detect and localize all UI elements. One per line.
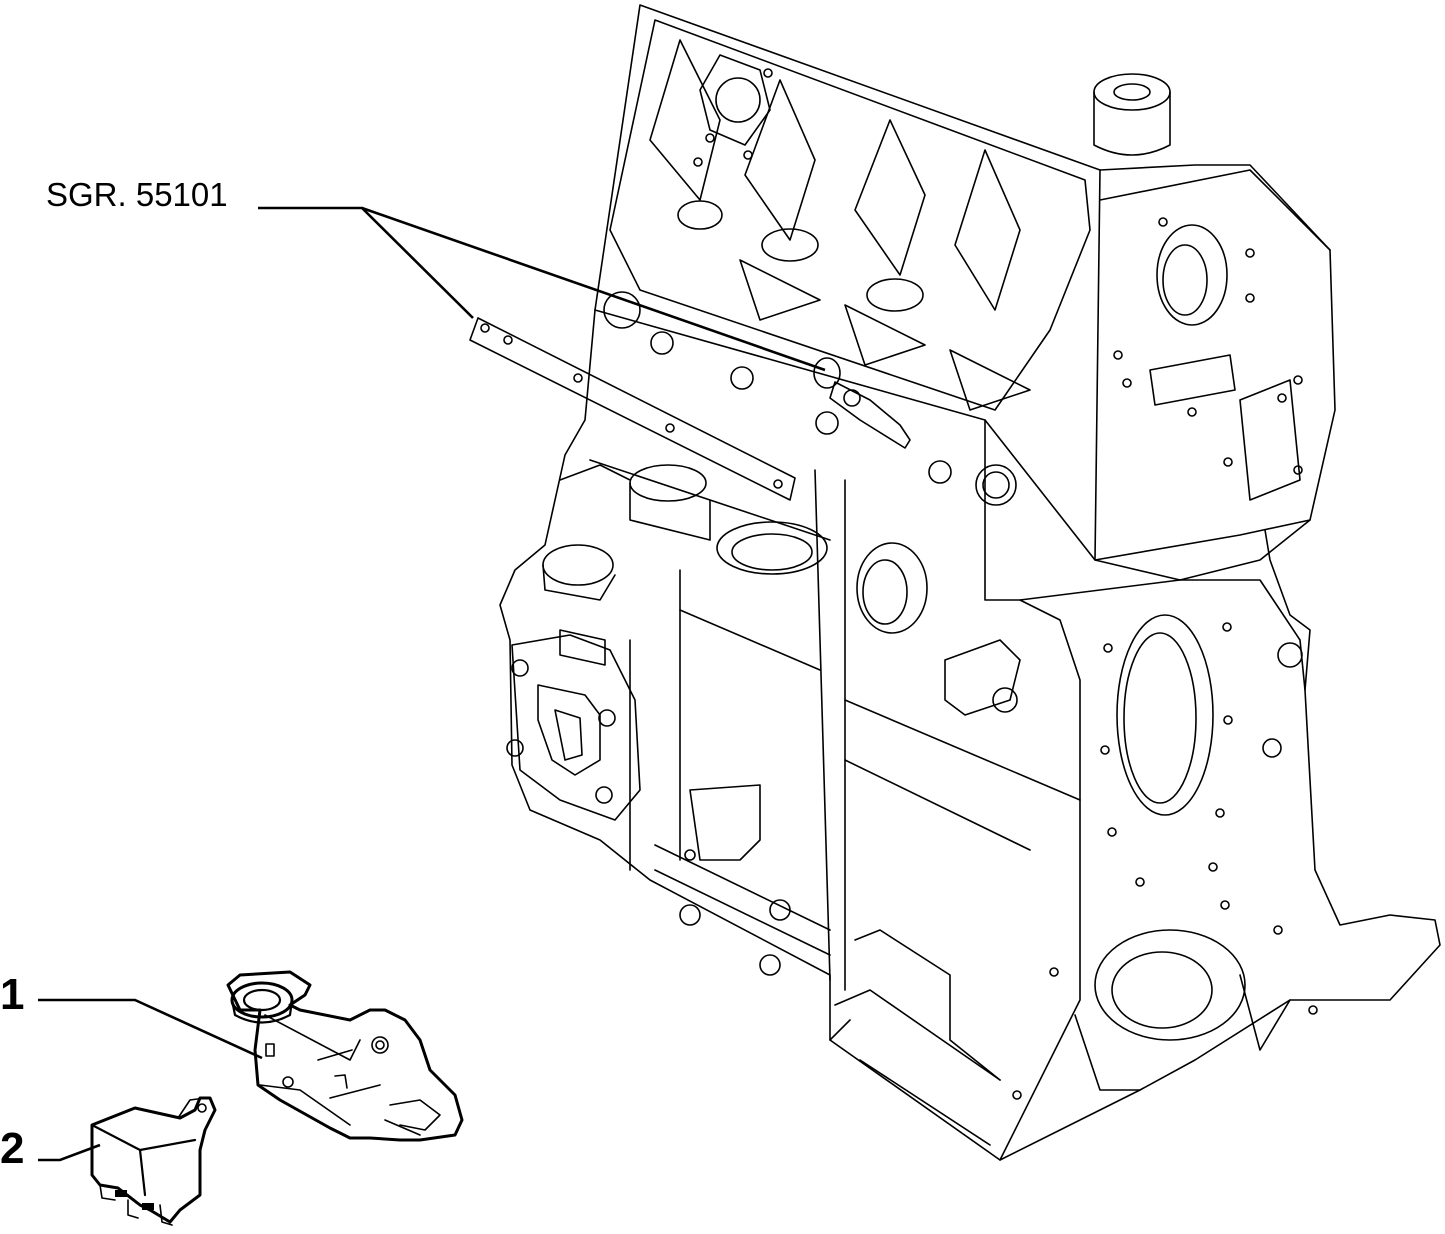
part-1-bracket-drawing [226,970,464,1142]
part-2-leader [38,1143,101,1162]
part-number-1: 1 [0,970,25,1019]
leader-lines [38,206,826,1162]
group-reference-label: SGR. 55101 [46,176,228,213]
part-number-2: 2 [0,1124,25,1173]
part-2-relay-drawing [90,1096,217,1226]
bracket-bar-drawing [469,317,796,501]
sgr-leader [258,206,474,319]
engine-block-drawing [499,4,1441,1161]
sensor-plug-drawing [813,357,911,449]
part-1-leader [38,998,263,1060]
